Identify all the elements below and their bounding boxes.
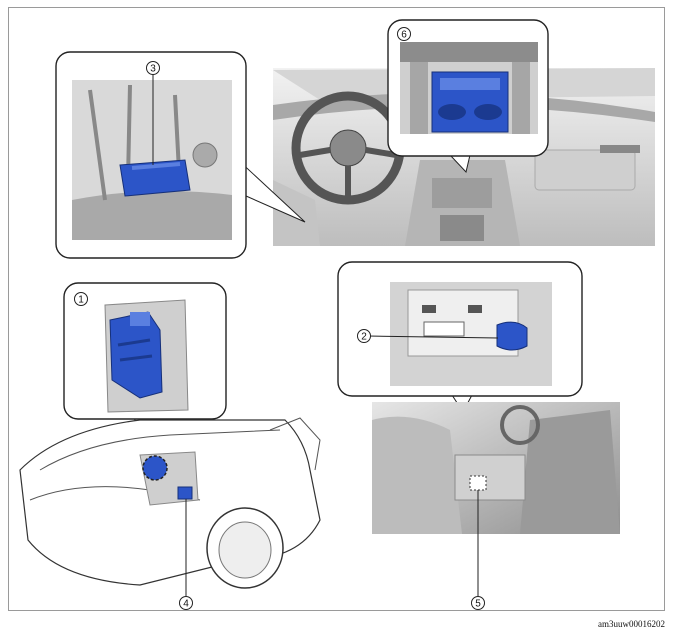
- callout-box-1: [63, 282, 227, 448]
- callout-box-2: [337, 261, 583, 413]
- svg-text:2: 2: [361, 332, 367, 343]
- svg-text:3: 3: [150, 64, 156, 75]
- svg-text:6: 6: [401, 30, 407, 41]
- image-code: am3uuw00016202: [598, 619, 665, 629]
- connector-highlight-2: [496, 321, 528, 351]
- relay-highlight-4: [177, 486, 193, 500]
- interior-seats-view: [372, 402, 620, 596]
- callout-4: 4: [179, 596, 193, 610]
- svg-text:4: 4: [183, 599, 189, 610]
- car-exterior-view: [19, 417, 321, 596]
- callout-3: 3: [146, 61, 160, 75]
- fuse-box-location-1: [142, 455, 168, 481]
- callout-box-3: [55, 51, 306, 259]
- callout-2: 2: [357, 329, 371, 343]
- callout-1: 1: [74, 292, 88, 306]
- callout-5: 5: [471, 596, 485, 610]
- svg-text:1: 1: [78, 295, 84, 306]
- callout-6: 6: [397, 27, 411, 41]
- callout-box-6: [387, 19, 549, 174]
- svg-text:5: 5: [475, 599, 481, 610]
